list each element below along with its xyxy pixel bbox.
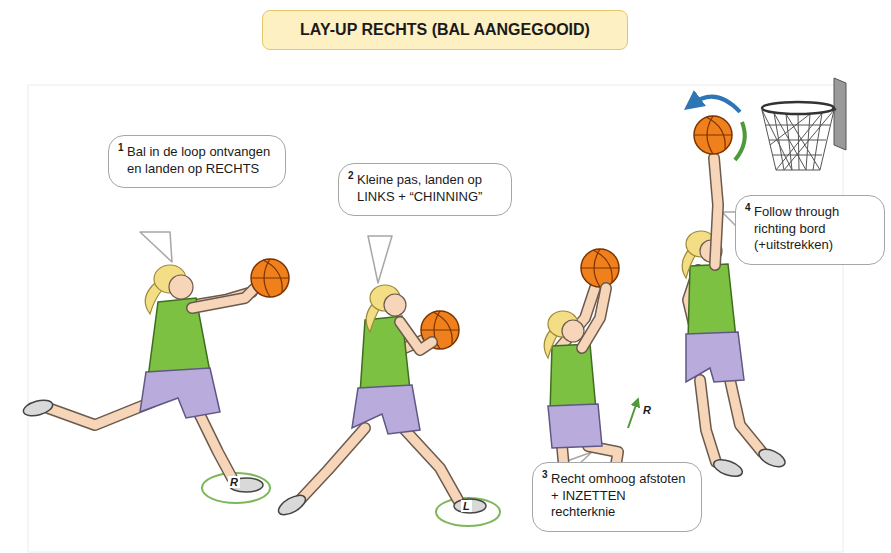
player-figure bbox=[730, 380, 762, 452]
player-figure bbox=[735, 122, 745, 160]
title-text: LAY-UP RECHTS (BAL AANGEGOOID) bbox=[300, 21, 590, 39]
bubble-tail bbox=[140, 232, 172, 262]
player-figure bbox=[169, 275, 193, 299]
player-figure bbox=[692, 97, 740, 112]
player-figure bbox=[688, 264, 736, 340]
player-figure bbox=[251, 259, 289, 297]
instruction-text: Bal in de loop ontvangen en landen op RE… bbox=[127, 144, 275, 177]
player-figure bbox=[276, 491, 309, 518]
instruction-text: Kleine pas, landen op LINKS + “CHINNING” bbox=[357, 172, 501, 205]
player-figure bbox=[581, 249, 619, 287]
title-box: LAY-UP RECHTS (BAL AANGEGOOID) bbox=[262, 10, 628, 50]
player-figure bbox=[694, 116, 732, 154]
player-figure bbox=[628, 402, 637, 428]
basketball-hoop bbox=[765, 125, 830, 170]
player-figure bbox=[22, 397, 55, 418]
basketball-hoop bbox=[762, 110, 834, 170]
basketball-hoop bbox=[834, 78, 846, 150]
foot-label: R bbox=[641, 404, 653, 416]
player-figure bbox=[48, 402, 152, 425]
player-figure bbox=[581, 249, 619, 287]
player-figure bbox=[405, 430, 458, 500]
player-figure bbox=[700, 380, 716, 462]
step-number: 1 bbox=[118, 142, 124, 153]
player-figure bbox=[550, 344, 596, 412]
foot-label: R bbox=[228, 476, 240, 488]
player-figure bbox=[400, 322, 432, 350]
player-figure bbox=[582, 288, 606, 348]
player-figure bbox=[251, 259, 289, 297]
foot-label: L bbox=[461, 500, 472, 512]
player-figure bbox=[714, 158, 718, 265]
player-figure bbox=[300, 428, 365, 500]
speech-bubble: 4Follow through richting bord (+uitstrek… bbox=[735, 195, 885, 265]
player-figure bbox=[352, 385, 420, 434]
step-number: 3 bbox=[542, 469, 548, 480]
player-figure bbox=[694, 116, 732, 154]
player-figure bbox=[300, 428, 365, 500]
player-figure bbox=[192, 285, 258, 308]
basketball-hoop bbox=[762, 110, 834, 170]
player-figure bbox=[384, 294, 406, 316]
player-figure bbox=[686, 332, 744, 382]
player-figure bbox=[405, 430, 458, 500]
instruction-text: Follow through richting bord (+uitstrekk… bbox=[754, 204, 874, 254]
player-figure bbox=[700, 380, 716, 462]
basketball-hoop bbox=[762, 102, 834, 114]
step-number: 2 bbox=[348, 170, 354, 181]
player-figure bbox=[548, 404, 602, 448]
player-figure bbox=[682, 97, 787, 480]
player-figure bbox=[192, 285, 258, 308]
speech-bubble: 1Bal in de loop ontvangen en landen op R… bbox=[108, 135, 286, 188]
bubble-tail bbox=[368, 236, 392, 283]
player-figure bbox=[48, 402, 152, 425]
player-figure bbox=[714, 158, 718, 265]
player-figure bbox=[730, 380, 762, 452]
bubble-tail bbox=[140, 212, 738, 465]
illustration-panel bbox=[28, 85, 843, 552]
player-figure bbox=[22, 259, 289, 503]
player-figure bbox=[400, 322, 432, 350]
player-figure bbox=[140, 368, 220, 418]
speech-bubble: 2Kleine pas, landen op LINKS + “CHINNING… bbox=[338, 163, 512, 216]
player-figure bbox=[202, 473, 270, 503]
player-figure bbox=[454, 499, 486, 513]
instruction-text: Recht omhoog afstoten + INZETTEN rechter… bbox=[551, 471, 691, 521]
player-figure bbox=[756, 446, 787, 471]
speech-bubble: 3Recht omhoog afstoten + INZETTEN rechte… bbox=[532, 462, 702, 532]
player-figure bbox=[436, 498, 500, 526]
player-figure bbox=[712, 456, 745, 479]
step-number: 4 bbox=[745, 202, 751, 213]
player-figure bbox=[276, 285, 500, 526]
basketball-hoop bbox=[762, 78, 846, 170]
player-figure bbox=[582, 288, 606, 348]
